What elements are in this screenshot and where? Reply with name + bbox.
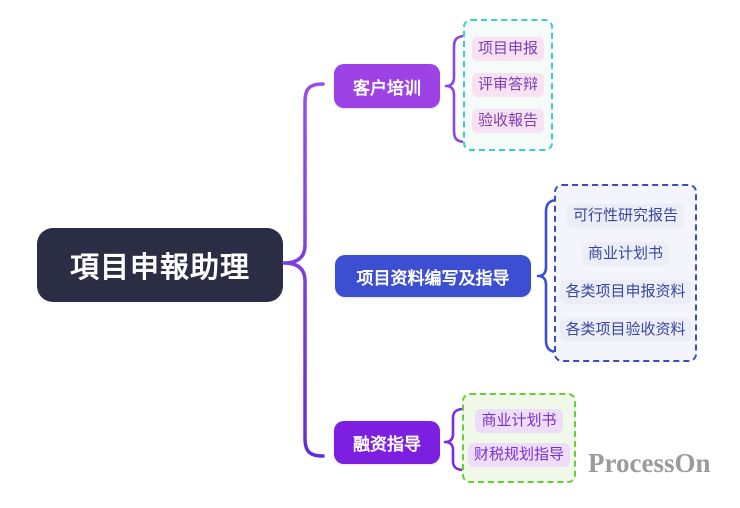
- branch-node-label: 项目资料编写及指导: [356, 268, 510, 288]
- main-curly-brace-connector: [282, 82, 325, 458]
- child-node[interactable]: 各类项目验收资料: [559, 318, 692, 342]
- child-node[interactable]: 可行性研究报告: [566, 204, 684, 228]
- branch1-curly-brace-connector: [444, 34, 468, 144]
- child-node[interactable]: 项目申报: [471, 37, 544, 61]
- root-node-label: 項目申報助理: [69, 252, 250, 284]
- children-group-project-docs: 可行性研究报告 商业计划书 各类项目申报资料 各类项目验收资料: [554, 184, 697, 362]
- child-node[interactable]: 财税规划指导: [468, 443, 571, 467]
- children-group-financing: 商业计划书 财税规划指导: [462, 393, 576, 483]
- branch-node-label: 融资指导: [353, 435, 421, 454]
- branch-node-financing-guidance[interactable]: 融资指导: [334, 421, 440, 464]
- branch2-curly-brace-connector: [536, 198, 560, 354]
- branch-node-customer-training[interactable]: 客户培训: [334, 64, 440, 108]
- children-group-customer-training: 项目申报 评审答辩 验收報告: [463, 19, 553, 151]
- processon-watermark: ProcessOn: [588, 448, 711, 478]
- branch-node-label: 客户培训: [353, 78, 421, 98]
- child-node[interactable]: 验收報告: [471, 109, 544, 133]
- branch-node-project-docs-guidance[interactable]: 项目资料编写及指导: [335, 255, 531, 297]
- child-node[interactable]: 商业计划书: [581, 242, 669, 266]
- child-node[interactable]: 商业计划书: [475, 409, 563, 433]
- child-node[interactable]: 各类项目申报资料: [559, 280, 692, 304]
- root-node[interactable]: 項目申報助理: [37, 228, 283, 302]
- branch3-curly-brace-connector: [443, 407, 466, 472]
- child-node[interactable]: 评审答辩: [471, 73, 544, 97]
